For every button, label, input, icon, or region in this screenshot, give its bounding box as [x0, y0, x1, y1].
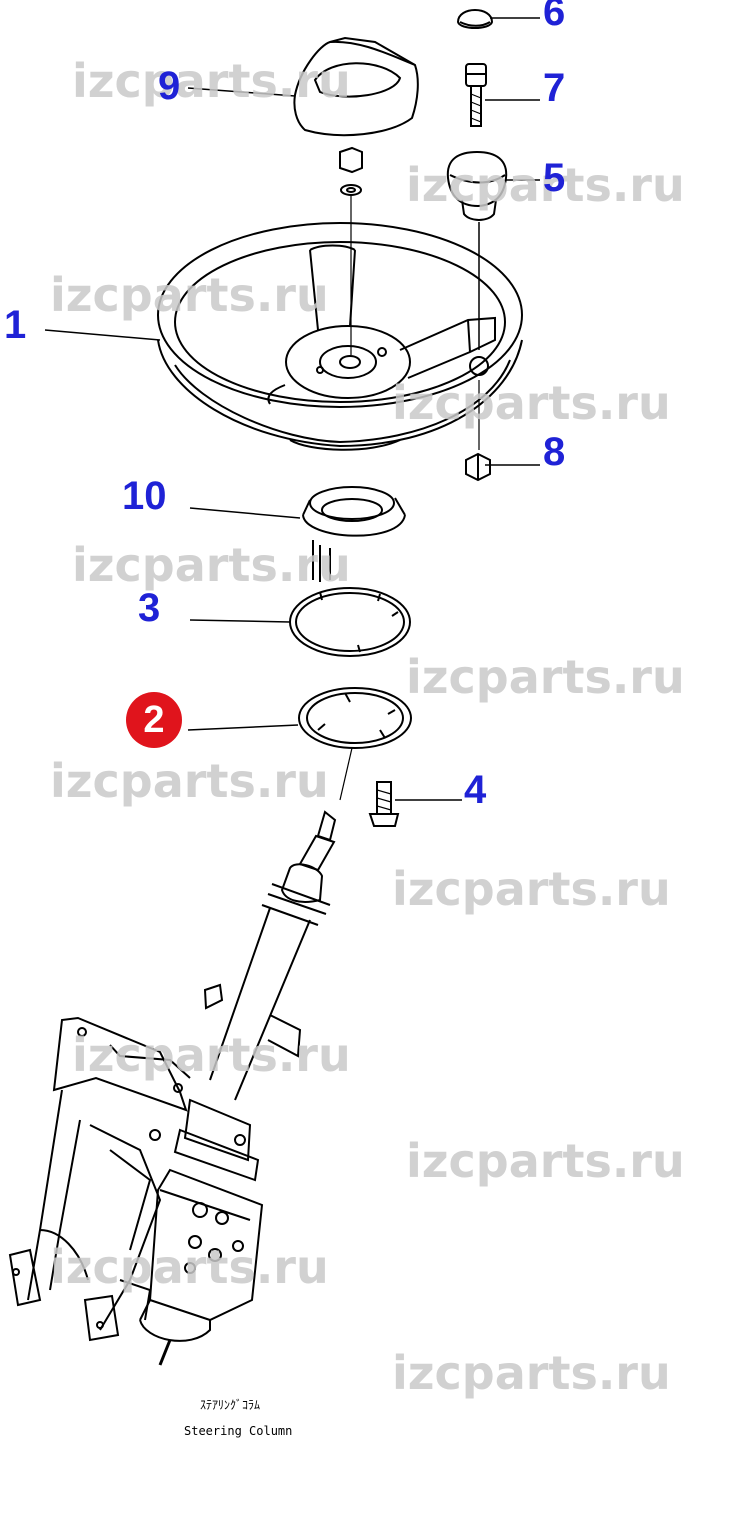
- leader-line-2: [187, 724, 299, 731]
- part-8-nut: [465, 380, 491, 482]
- part-7-bolt: [465, 63, 487, 127]
- callout-1[interactable]: 1: [4, 303, 27, 347]
- leader-line-10: [189, 507, 301, 519]
- part-1-steering-wheel: [157, 196, 523, 451]
- part-4-bolt: [368, 781, 400, 827]
- leader-line-1: [44, 329, 161, 341]
- callout-6[interactable]: 6: [543, 0, 566, 34]
- part-2-plate: [298, 687, 412, 801]
- callout-3[interactable]: 3: [138, 586, 161, 630]
- part-5-knob: [446, 150, 508, 350]
- callout-7[interactable]: 7: [543, 66, 566, 110]
- callout-4[interactable]: 4: [464, 768, 487, 812]
- part-10-collar: [302, 486, 406, 582]
- callout-5[interactable]: 5: [543, 156, 566, 200]
- part-3-ring: [289, 587, 411, 657]
- callout-8[interactable]: 8: [543, 430, 566, 474]
- caption-english: Steering Column: [184, 1424, 293, 1438]
- leader-line-9: [187, 87, 296, 97]
- center-nut: [339, 146, 363, 196]
- callout-2-highlighted[interactable]: 2: [126, 692, 182, 748]
- callout-10[interactable]: 10: [122, 474, 167, 518]
- part-6-cap: [456, 9, 494, 29]
- part-9-cover: [293, 36, 419, 137]
- leader-lines: [44, 17, 540, 801]
- leader-line-3: [189, 619, 291, 623]
- callout-9[interactable]: 9: [158, 64, 181, 108]
- caption-japanese: ｽﾃｱﾘﾝｸﾞｺﾗﾑ: [200, 1398, 261, 1412]
- steering-column-assembly: [8, 810, 337, 1366]
